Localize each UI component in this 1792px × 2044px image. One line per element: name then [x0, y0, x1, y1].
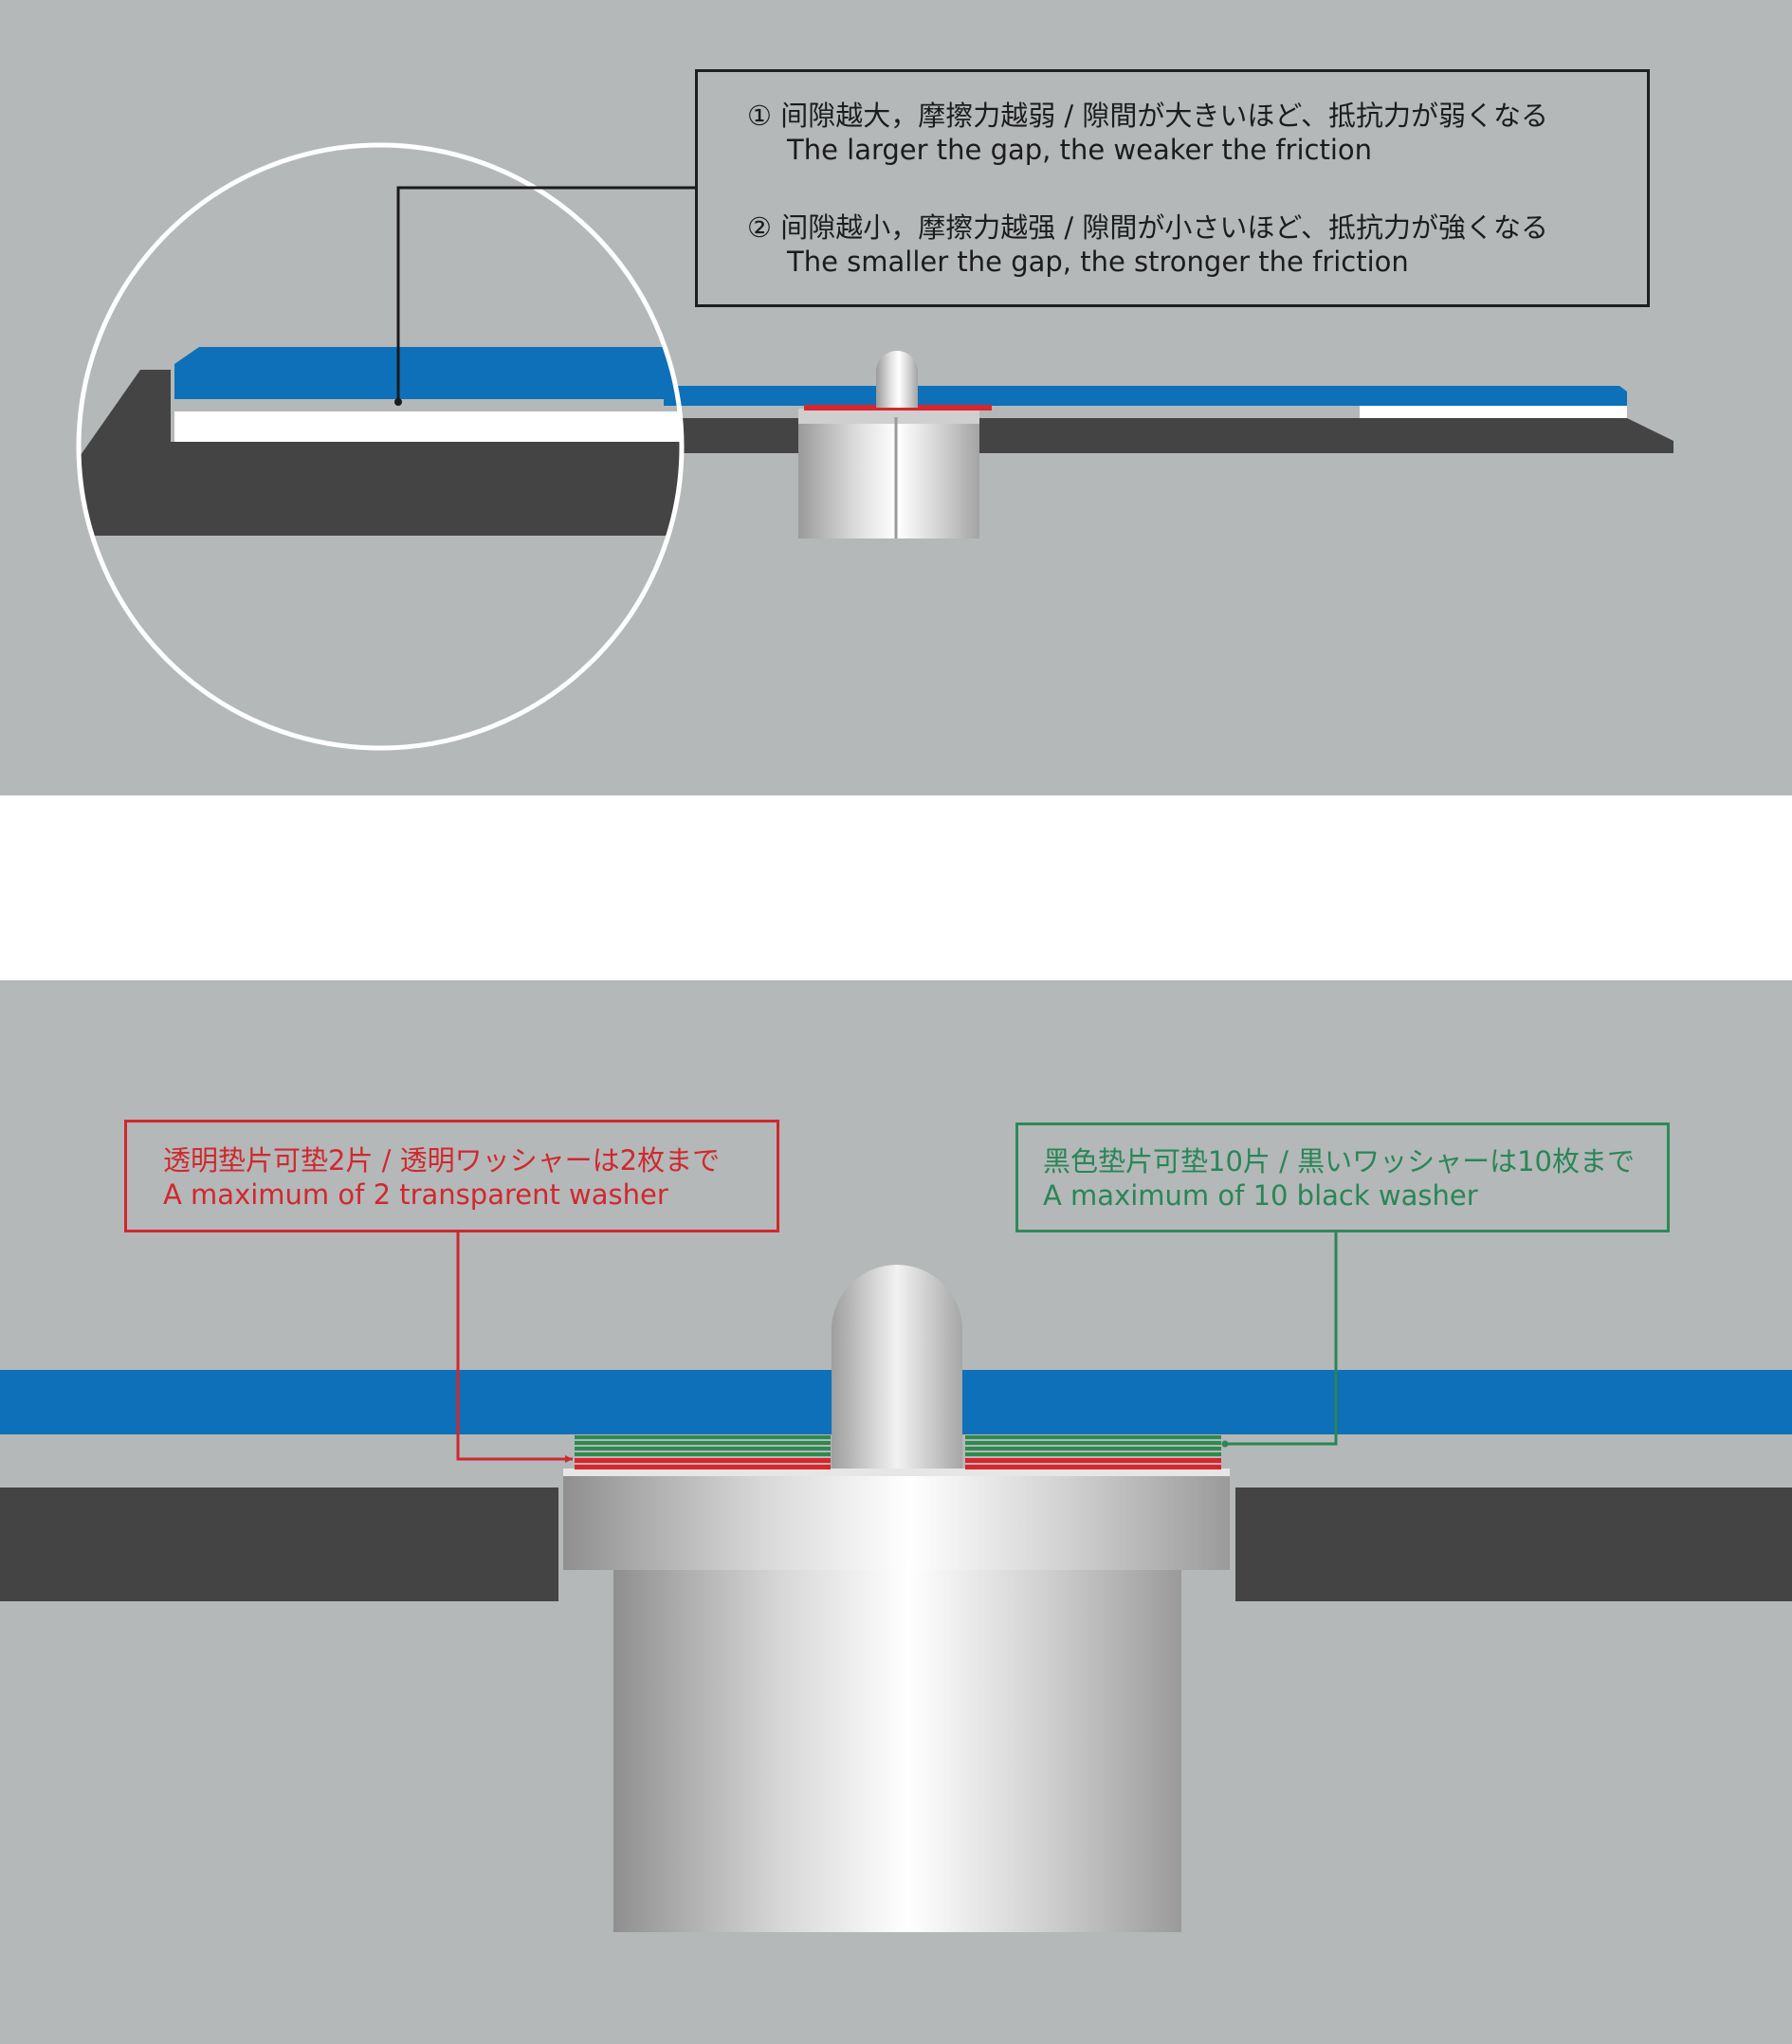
panel-separator	[0, 795, 1792, 980]
washer-stack-left	[575, 1435, 831, 1469]
transparent-washer-en: A maximum of 2 transparent washer	[163, 1178, 668, 1211]
zoom-detail	[81, 347, 682, 536]
black-washer-leader	[1225, 1232, 1338, 1446]
pivot-housing	[798, 409, 979, 538]
pivot-pin	[876, 351, 918, 408]
black-washer-box: 黑色垫片可垫10片 / 黒いワッシャーは10枚まで A maximum of 1…	[1015, 1122, 1670, 1232]
transparent-washer-box: 透明垫片可垫2片 / 透明ワッシャーは2枚まで A maximum of 2 t…	[124, 1120, 779, 1232]
black-washer-en: A maximum of 10 black washer	[1043, 1179, 1478, 1212]
washer-diagram	[0, 1232, 1792, 1932]
pivot-pin	[832, 1265, 962, 1469]
base-plate-left	[0, 1487, 558, 1601]
gap-note-2: ② 间隙越小，摩擦力越强 / 隙間が小さいほど、抵抗力が強くなる The sma…	[747, 210, 1647, 279]
gap-note-1: ① 间隙越大，摩擦力越弱 / 隙間が大きいほど、抵抗力が弱くなる The lar…	[747, 99, 1647, 167]
note-2-jp: 间隙越小，摩擦力越强 / 隙間が小さいほど、抵抗力が強くなる	[780, 211, 1548, 244]
pivot-body	[613, 1570, 1181, 1932]
zoom-blue-plate	[174, 347, 682, 399]
note-2-marker: ②	[747, 211, 772, 244]
gap-diagram	[76, 142, 1673, 751]
transparent-washer-leader	[456, 1232, 573, 1461]
washer-panel	[0, 980, 1792, 2044]
pivot-flange	[563, 1469, 1230, 1570]
transparent-washer-jp: 透明垫片可垫2片 / 透明ワッシャーは2枚まで	[163, 1144, 721, 1177]
note-1-marker: ①	[747, 100, 772, 132]
zoom-circle	[76, 142, 685, 751]
blue-plate-right	[664, 386, 1627, 406]
gap-leader-line	[396, 186, 697, 402]
base-plate-right	[1235, 1487, 1792, 1601]
note-2-en: The smaller the gap, the stronger the fr…	[787, 246, 1409, 278]
note-1-en: The larger the gap, the weaker the frict…	[787, 134, 1373, 166]
black-washer-jp: 黑色垫片可垫10片 / 黒いワッシャーは10枚まで	[1043, 1145, 1636, 1177]
zoom-white-gap	[174, 411, 682, 442]
white-gap-strip-right	[1360, 406, 1627, 418]
pivot-flange	[798, 409, 979, 424]
washer-stack-right	[965, 1435, 1221, 1469]
zoom-base	[81, 370, 682, 536]
note-1-jp: 间隙越大，摩擦力越弱 / 隙間が大きいほど、抵抗力が弱くなる	[780, 100, 1548, 132]
gap-notes-box: ① 间隙越大，摩擦力越弱 / 隙間が大きいほど、抵抗力が弱くなる The lar…	[695, 69, 1650, 307]
gap-friction-panel: ① 间隙越大，摩擦力越弱 / 隙間が大きいほど、抵抗力が弱くなる The lar…	[0, 0, 1792, 795]
